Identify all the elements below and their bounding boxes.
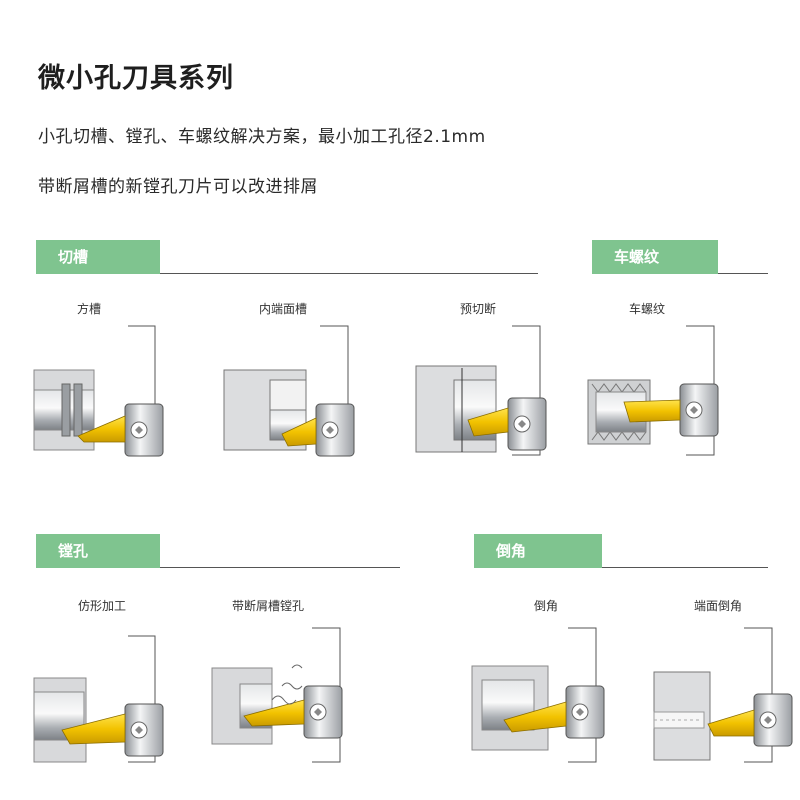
section-chamfer-tag: 倒角 xyxy=(474,534,602,568)
section-threading-line xyxy=(718,273,768,274)
fig-chamfer xyxy=(471,627,605,763)
fig-profile xyxy=(33,635,164,763)
section-boring-line xyxy=(160,567,400,568)
label-face-chamfer: 端面倒角 xyxy=(693,599,743,613)
section-boring-tag: 镗孔 xyxy=(36,534,160,568)
subtitle-1: 小孔切槽、镗孔、车螺纹解决方案，最小加工孔径2.1mm xyxy=(38,127,486,147)
label-square-groove: 方槽 xyxy=(76,302,102,316)
label-threading: 车螺纹 xyxy=(628,302,666,316)
fig-face-groove xyxy=(223,325,355,457)
fig-chipbreaker-boring xyxy=(211,627,343,763)
fig-face-chamfer xyxy=(653,627,793,763)
label-profile: 仿形加工 xyxy=(77,599,127,613)
label-face-groove: 内端面槽 xyxy=(258,302,308,316)
fig-square-groove xyxy=(33,325,164,457)
fig-threading xyxy=(587,325,719,456)
fig-pre-cutoff xyxy=(415,325,547,456)
section-grooving-line xyxy=(160,273,538,274)
section-chamfer-line xyxy=(602,567,768,568)
label-chipbreaker-boring: 带断屑槽镗孔 xyxy=(231,599,305,613)
label-pre-cutoff: 预切断 xyxy=(459,302,497,316)
label-chamfer: 倒角 xyxy=(533,599,559,613)
page-title: 微小孔刀具系列 xyxy=(38,63,234,94)
section-grooving-tag: 切槽 xyxy=(36,240,160,274)
section-threading-tag: 车螺纹 xyxy=(592,240,718,274)
subtitle-2: 带断屑槽的新镗孔刀片可以改进排屑 xyxy=(38,177,318,197)
